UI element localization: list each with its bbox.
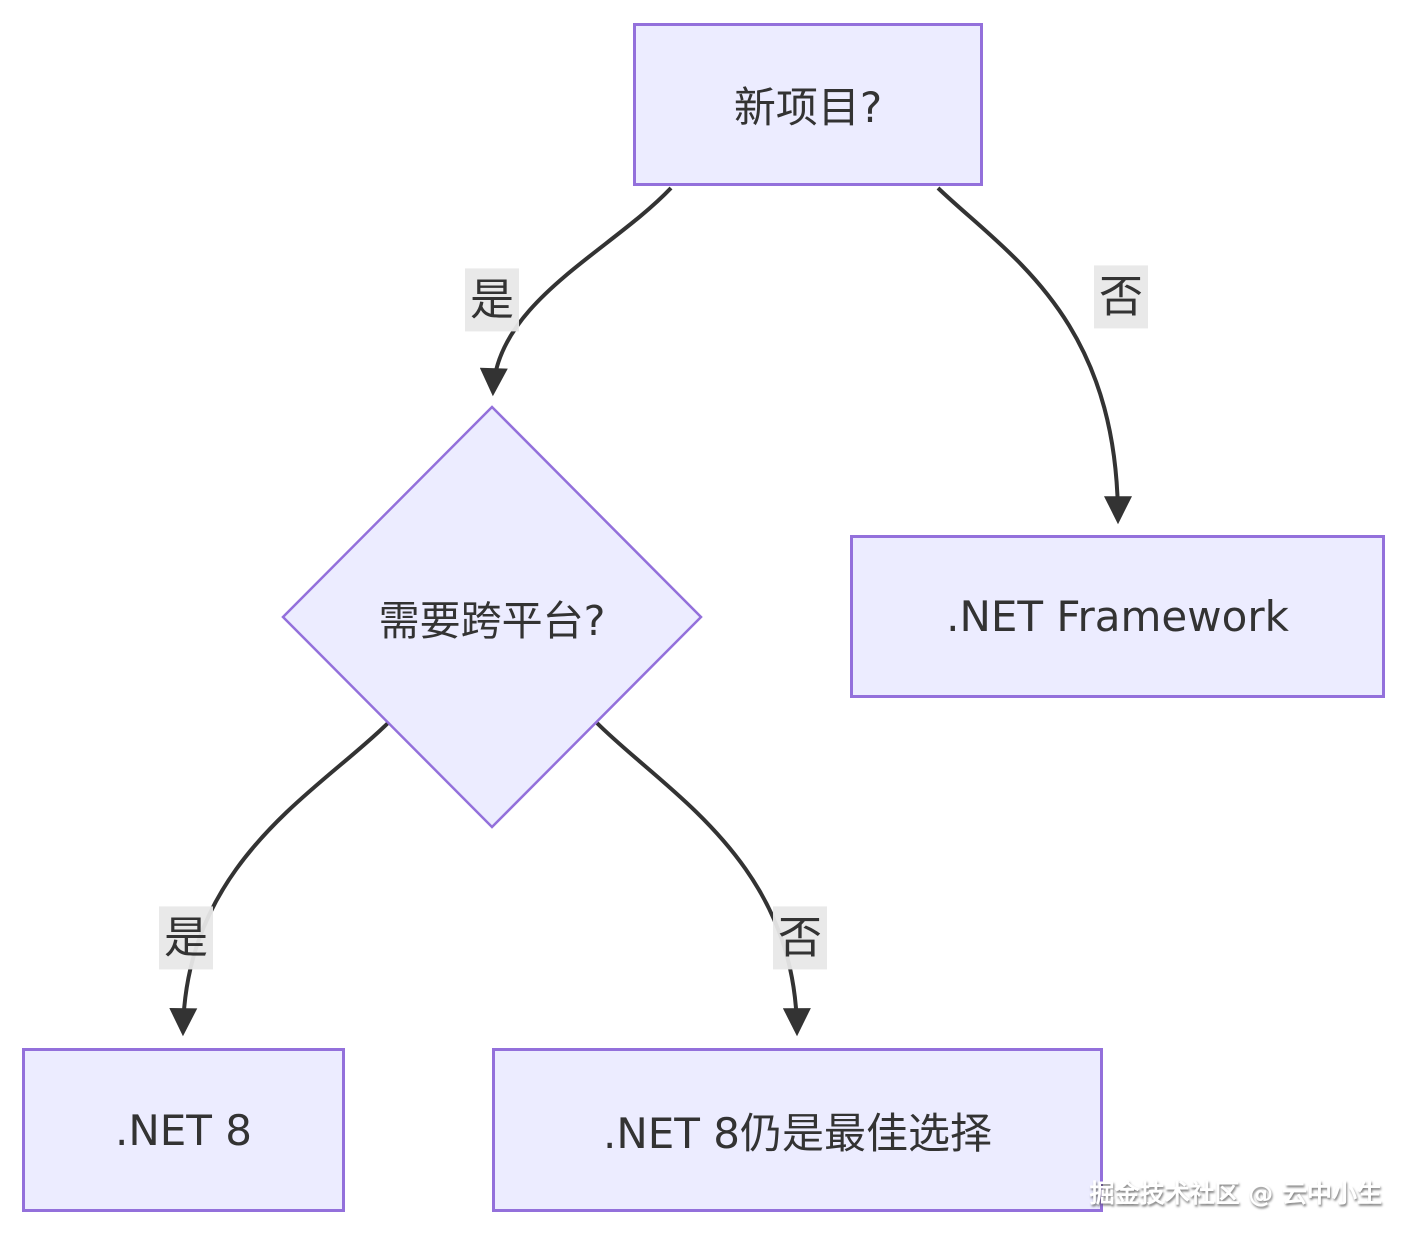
node-cross-platform: 需要跨平台? bbox=[312, 577, 672, 657]
edge-label-no-2: 否 bbox=[773, 906, 827, 970]
edge-label-yes-1: 是 bbox=[465, 268, 519, 332]
edge-cross-platform-no bbox=[595, 721, 811, 1037]
edge-label-no-1: 否 bbox=[1094, 265, 1148, 329]
node-new-project: 新项目? bbox=[633, 23, 983, 186]
watermark: 掘金技术社区 @ 云中小生 bbox=[1089, 1179, 1382, 1208]
node-cross-platform-shape bbox=[281, 405, 703, 829]
node-net8-best-choice-label: .NET 8仍是最佳选择 bbox=[602, 1108, 993, 1158]
node-net8-best-choice: .NET 8仍是最佳选择 bbox=[492, 1048, 1103, 1212]
edge-label-yes-2: 是 bbox=[159, 906, 213, 970]
node-cross-platform-label: 需要跨平台? bbox=[378, 597, 606, 645]
edge-new-project-yes bbox=[479, 186, 673, 397]
edge-new-project-no bbox=[936, 186, 1132, 525]
node-new-project-label: 新项目? bbox=[733, 83, 883, 132]
node-net8-label: .NET 8 bbox=[114, 1105, 253, 1155]
edge-cross-platform-yes bbox=[169, 721, 390, 1037]
node-net-framework: .NET Framework bbox=[850, 535, 1385, 698]
node-net8: .NET 8 bbox=[22, 1048, 345, 1212]
node-net-framework-label: .NET Framework bbox=[946, 592, 1289, 641]
